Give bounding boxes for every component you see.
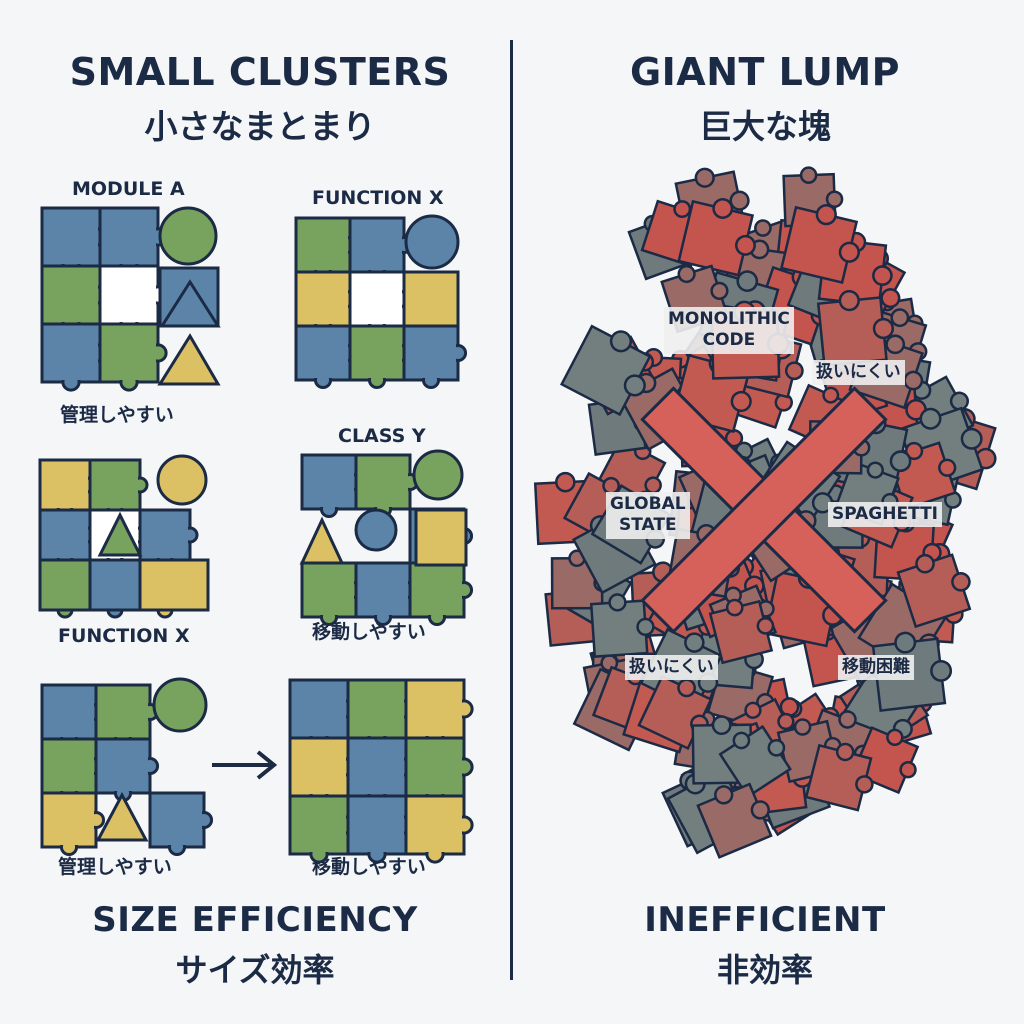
puzzle-piece — [589, 593, 655, 658]
grid-before — [40, 683, 214, 857]
atsukai-label-1: 扱いにくい — [812, 360, 905, 386]
triangle-shape — [157, 333, 221, 386]
idou-label-2: 移動しやすい — [312, 856, 426, 878]
class-y-label: CLASS Y — [338, 425, 426, 447]
circle-shape — [152, 677, 208, 733]
kanri-label-1: 管理しやすい — [60, 404, 174, 426]
right-title: GIANT LUMP — [629, 50, 901, 94]
puzzle-piece — [708, 598, 775, 665]
circle-shape — [354, 508, 398, 552]
left-title: SMALL CLUSTERS — [69, 50, 451, 94]
circle-shape — [158, 206, 218, 266]
puzzle-piece — [559, 324, 652, 417]
spaghetti-label: SPAGHETTI — [828, 502, 943, 528]
circle-shape — [412, 449, 464, 501]
left-subtitle: 小さなまとまり — [144, 107, 376, 146]
kanri-label-2: 管理しやすい — [58, 856, 172, 878]
cross-mark-icon — [640, 386, 888, 634]
puzzle-piece — [779, 204, 860, 285]
left-footer-title: SIZE EFFICIENCY — [92, 900, 418, 940]
function-x-mid-label: FUNCTION X — [58, 625, 190, 647]
global-state-label: GLOBAL STATE — [606, 492, 690, 539]
module-a-grid — [40, 206, 168, 392]
triangle-shape — [299, 516, 345, 565]
puzzle-piece — [696, 782, 773, 859]
puzzle-piece — [677, 198, 756, 277]
circle-shape — [156, 454, 208, 506]
idou-konnan-label: 移動困難 — [838, 655, 914, 681]
puzzle-piece — [896, 553, 972, 629]
center-divider — [510, 40, 513, 980]
module-a-label: MODULE A — [72, 178, 185, 200]
triangle-shape — [97, 511, 143, 557]
right-subtitle: 巨大な塊 — [699, 107, 831, 146]
arrow-right-icon — [212, 750, 278, 780]
atsukai-label-2: 扱いにくい — [625, 655, 718, 681]
function-x-grid — [294, 216, 468, 390]
grid-after — [288, 678, 474, 864]
monolithic-label: MONOLITHIC CODE — [664, 307, 794, 354]
right-footer-title: INEFFICIENT — [644, 900, 886, 940]
circle-shape — [404, 214, 460, 270]
function-x-top-label: FUNCTION X — [312, 187, 444, 209]
right-footer-subtitle: 非効率 — [716, 951, 813, 989]
triangle-shape — [95, 791, 149, 842]
puzzle-grids — [38, 206, 474, 864]
puzzle-piece — [851, 726, 920, 795]
puzzle-piece — [718, 724, 792, 799]
puzzle-piece — [804, 742, 874, 812]
triangle-shape — [159, 279, 221, 328]
left-footer-subtitle: サイズ効率 — [175, 951, 335, 989]
idou-label-1: 移動しやすい — [312, 621, 426, 643]
